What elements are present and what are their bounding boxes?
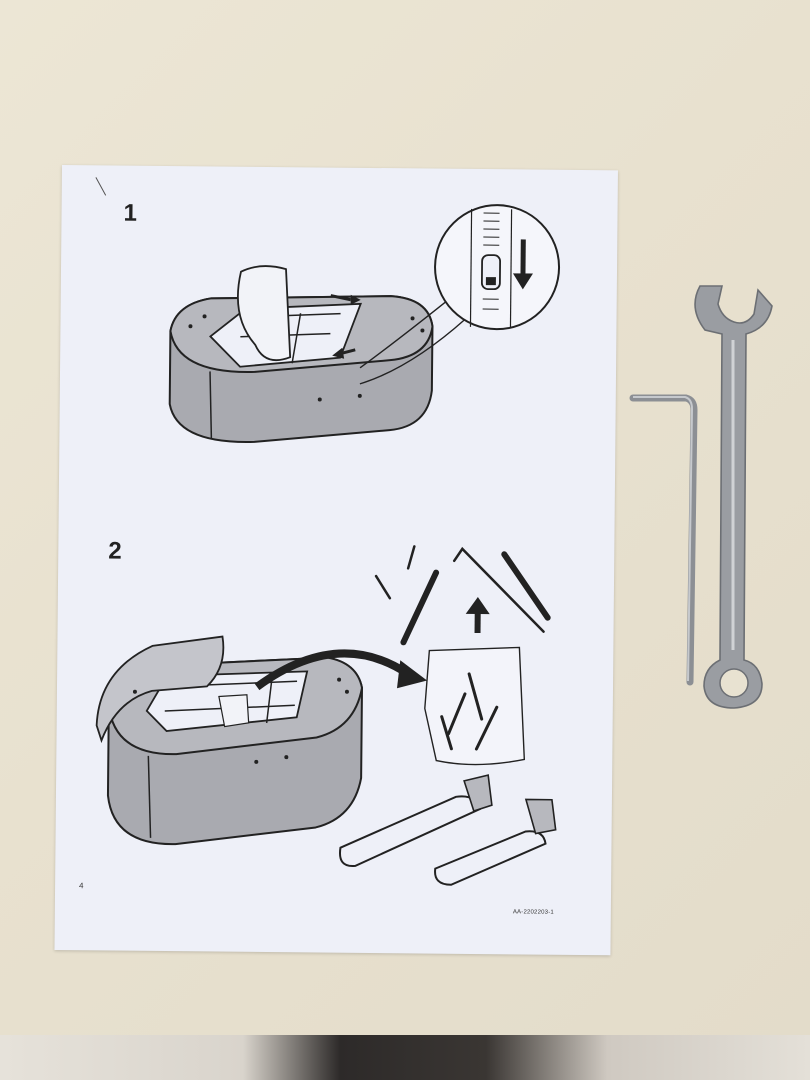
zipper-icon: [434, 204, 561, 331]
step-1-number: 1: [123, 199, 138, 227]
instruction-drawing: [95, 177, 561, 886]
floor-strip: [0, 1035, 810, 1080]
bolts: [374, 545, 551, 646]
hardware-bag: [424, 597, 526, 766]
step2-cushion: [95, 635, 428, 846]
instruction-sheet: 1 2 4 AA-2202203-1: [54, 165, 618, 956]
page-number: 4: [79, 881, 84, 891]
step-2-number: 2: [108, 537, 122, 565]
document-code: AA-2202203-1: [512, 909, 554, 916]
step1-cushion: [168, 265, 467, 443]
legs: [338, 774, 557, 886]
